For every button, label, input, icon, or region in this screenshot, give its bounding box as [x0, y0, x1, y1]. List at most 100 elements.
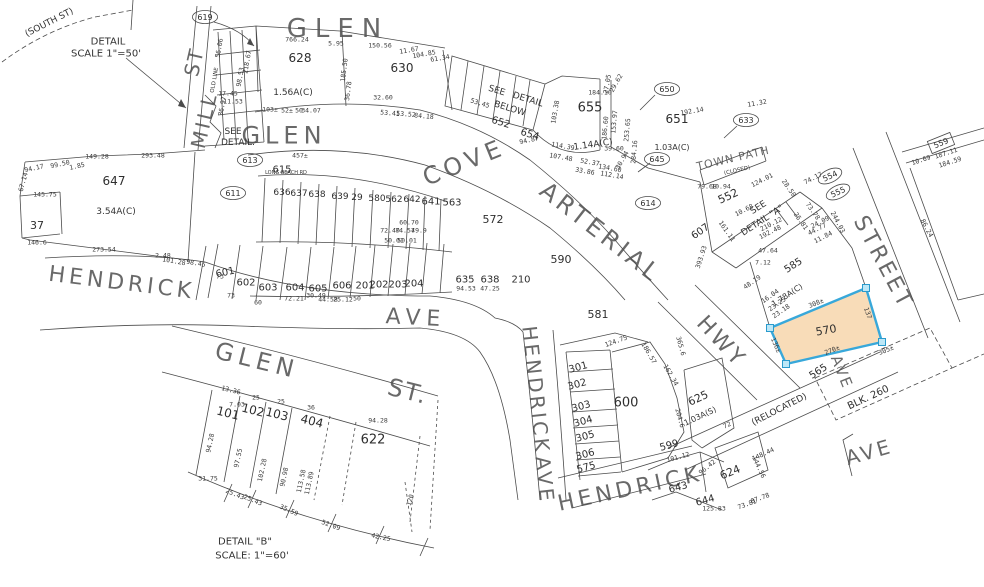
lot-number: 628 [289, 51, 312, 65]
street-name-label: GLEN [212, 337, 301, 385]
lot-circle [635, 196, 662, 210]
lot-number: 642 [403, 195, 420, 205]
map-note-label: OLD LINE [210, 66, 220, 93]
dimension-label: 124.01 [750, 171, 775, 189]
lot-number: 303 [571, 399, 592, 415]
map-note-label: SCALE 1"=50' [71, 49, 141, 60]
street-name-label: GLEN [287, 14, 390, 44]
lot-number: 652 [490, 115, 511, 131]
dimension-label: 34.07 [301, 106, 321, 114]
dimension-label: 125.83 [702, 504, 726, 512]
dimension-label: 10.94 [711, 182, 731, 190]
dimension-label: 50 [295, 106, 303, 114]
arrowhead [178, 99, 186, 108]
selection-handle[interactable] [878, 338, 886, 346]
dimension-label: 39.60 [604, 144, 624, 152]
dimension-label: 134.60 [598, 162, 623, 174]
dimension-label: 32.60 [373, 93, 393, 101]
lot-number: 647 [103, 174, 126, 188]
dimension-label: 101.28 [162, 255, 187, 267]
street-name-label: AVE [531, 455, 560, 505]
lot-number: 302 [567, 377, 588, 393]
dimension-label: 11.67 [399, 45, 420, 56]
street-name-label: HWY [691, 311, 751, 372]
lot-number: 637 [290, 189, 307, 199]
lot-number: 600 [614, 396, 639, 411]
parcel-area-label: 1.03A(C) [654, 143, 689, 152]
dimension-label: 56.06 [214, 38, 225, 59]
lot-number: 605 [308, 284, 327, 295]
dimension-label: 186.60 [600, 116, 610, 140]
route-box [926, 131, 956, 155]
lot-circle [236, 153, 263, 167]
selected-parcel-group: 570 [766, 284, 886, 368]
lot-number: 604 [285, 283, 304, 294]
dimension-label: 103.38 [549, 100, 561, 125]
lot-number: 204 [404, 279, 423, 290]
selection-handle[interactable] [766, 324, 774, 332]
dimension-label: 36 [307, 403, 315, 411]
dimension-label: 53.52 [396, 109, 416, 119]
lot-number: 565 [808, 362, 830, 382]
selection-handle[interactable] [782, 360, 790, 368]
dimension-label: 94.28 [204, 433, 216, 454]
dimension-label: 48.19 [742, 273, 763, 291]
dimension-label: 87.78 [750, 491, 771, 505]
dimension-label: 53.41 [380, 108, 400, 118]
dimension-label: 35.59 [278, 503, 299, 518]
dimension-label: 33.86 [575, 166, 596, 177]
map-note-label: LONG BEACH RD [265, 170, 307, 176]
lot-number: 305 [575, 429, 596, 445]
lot-circle [825, 183, 851, 201]
dimension-label: 28.50 [780, 178, 798, 199]
lot-number: 614 [640, 199, 655, 208]
dimension-label: 273.54 [92, 245, 116, 253]
dimension-label: 192.14 [680, 105, 705, 117]
lot-number: 601 [215, 266, 236, 281]
map-note-label: SEE [224, 127, 241, 137]
dimension-label: 60.70 [399, 218, 419, 226]
street-name-label: AVE [843, 434, 896, 470]
map-note-label: DETAIL. [221, 138, 255, 148]
lot-number: 603 [258, 283, 277, 294]
dimension-label: 161.11 [717, 219, 737, 243]
dimension-label: 47.64 [758, 246, 778, 254]
dimension-label: 185.50 [339, 58, 350, 82]
lot-number: 581 [588, 308, 609, 321]
dimension-label: 25 [277, 397, 285, 405]
dashed-parcel-lines [1, 9, 984, 533]
street-name-label: ST [179, 45, 209, 79]
lot-number: 404 [299, 412, 325, 431]
dimension-label: 11.32 [747, 98, 768, 109]
dimension-label: 99.50 [50, 158, 71, 170]
dimension-label: 5.95 [328, 39, 344, 47]
dimension-label: 98.53 [235, 67, 246, 88]
lot-number: 619 [197, 13, 212, 22]
dimension-label: 101.12 [666, 450, 691, 464]
lot-number: 651 [666, 112, 689, 126]
selection-handle[interactable] [862, 284, 870, 292]
circled-lot-number: 613 [236, 153, 263, 167]
lot-number: 201 [355, 281, 374, 292]
dimension-label: 124.75 [604, 333, 629, 349]
street-name-label: GLEN [241, 121, 326, 149]
circled-lot-number: 614 [635, 196, 662, 210]
dimension-label: 94.87 [519, 134, 540, 146]
lot-circle [654, 82, 681, 96]
dimension-label: 457± [292, 151, 308, 159]
lot-number: 645 [649, 155, 664, 164]
dimension-label: 293.48 [141, 151, 165, 159]
dimension-label: 30.94 [614, 150, 631, 171]
dimension-label: 365.6 [674, 336, 687, 357]
lot-number: 585 [783, 256, 805, 276]
map-note-label: BLK. 260 [846, 384, 891, 413]
street-name-label: HENDRICK [517, 325, 554, 456]
dimension-label: 74.17 [803, 170, 824, 186]
lot-number: 599 [659, 438, 680, 454]
dimension-label: 25.12 [333, 295, 353, 303]
dimension-label: 50.01 [397, 236, 417, 244]
dimension-label: 96.42 [697, 458, 717, 477]
lot-number: 562 [385, 195, 402, 205]
lot-number: 643 [668, 480, 689, 496]
